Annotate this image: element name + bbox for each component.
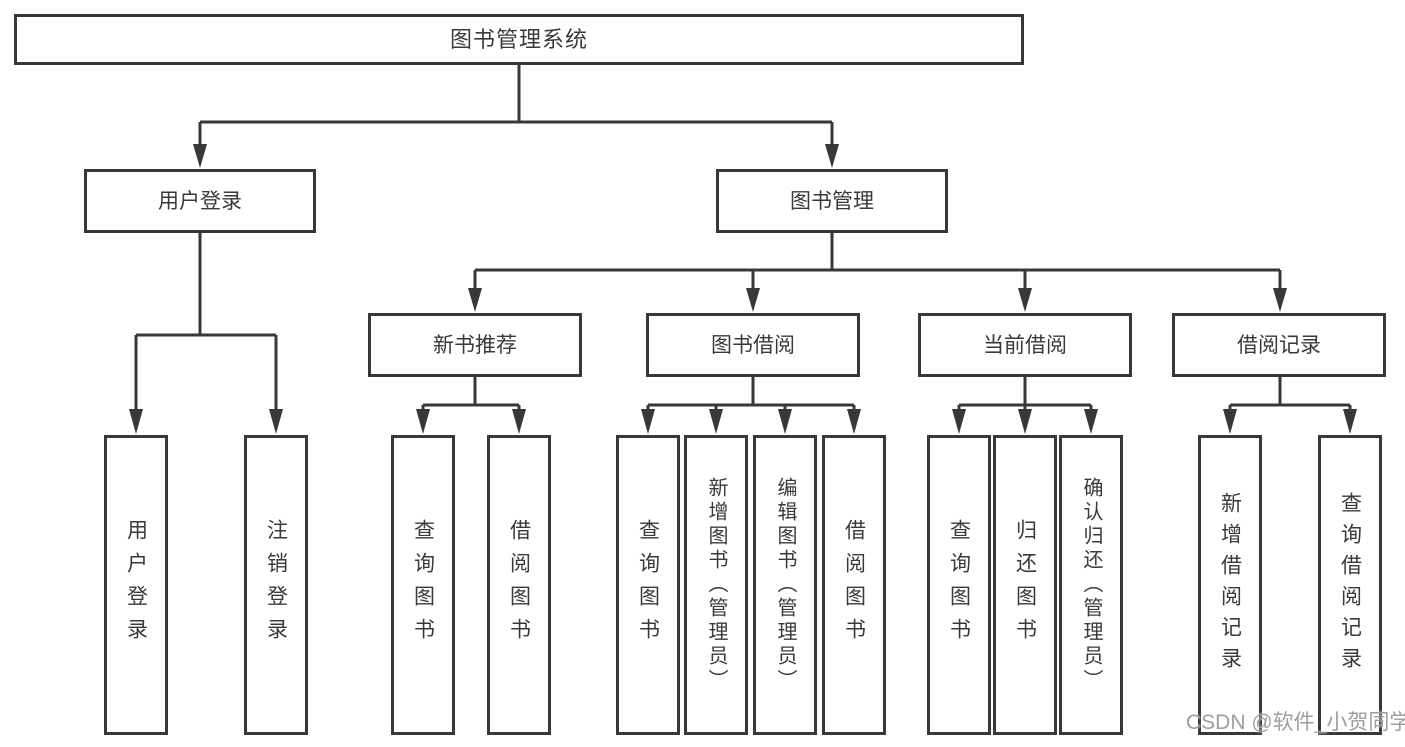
- node-leaf-edit-book-admin: 编辑图书（管理员）: [753, 435, 817, 735]
- node-current-borrow: 当前借阅: [918, 313, 1132, 377]
- node-book-borrow: 图书借阅: [646, 313, 860, 377]
- node-new-book-recommend: 新书推荐: [368, 313, 582, 377]
- node-root: 图书管理系统: [14, 14, 1024, 65]
- node-leaf-query-book-3: 查询图书: [927, 435, 991, 735]
- node-borrow-records: 借阅记录: [1172, 313, 1386, 377]
- node-leaf-query-book-2: 查询图书: [616, 435, 680, 735]
- node-leaf-borrow-book-2: 借阅图书: [822, 435, 886, 735]
- node-leaf-add-book-admin: 新增图书（管理员）: [684, 435, 748, 735]
- node-user-login: 用户登录: [84, 169, 316, 233]
- watermark: CSDN @软件_小贺同学: [1186, 711, 1405, 734]
- node-leaf-query-borrow-record: 查询借阅记录: [1318, 435, 1382, 735]
- node-leaf-return-book: 归还图书: [993, 435, 1057, 735]
- node-leaf-user-login: 用户登录: [104, 435, 168, 735]
- node-leaf-borrow-book-1: 借阅图书: [487, 435, 551, 735]
- node-leaf-add-borrow-record: 新增借阅记录: [1198, 435, 1262, 735]
- node-leaf-query-book-1: 查询图书: [391, 435, 455, 735]
- node-leaf-logout: 注销登录: [244, 435, 308, 735]
- node-book-management: 图书管理: [716, 169, 948, 233]
- node-leaf-confirm-return-admin: 确认归还（管理员）: [1059, 435, 1123, 735]
